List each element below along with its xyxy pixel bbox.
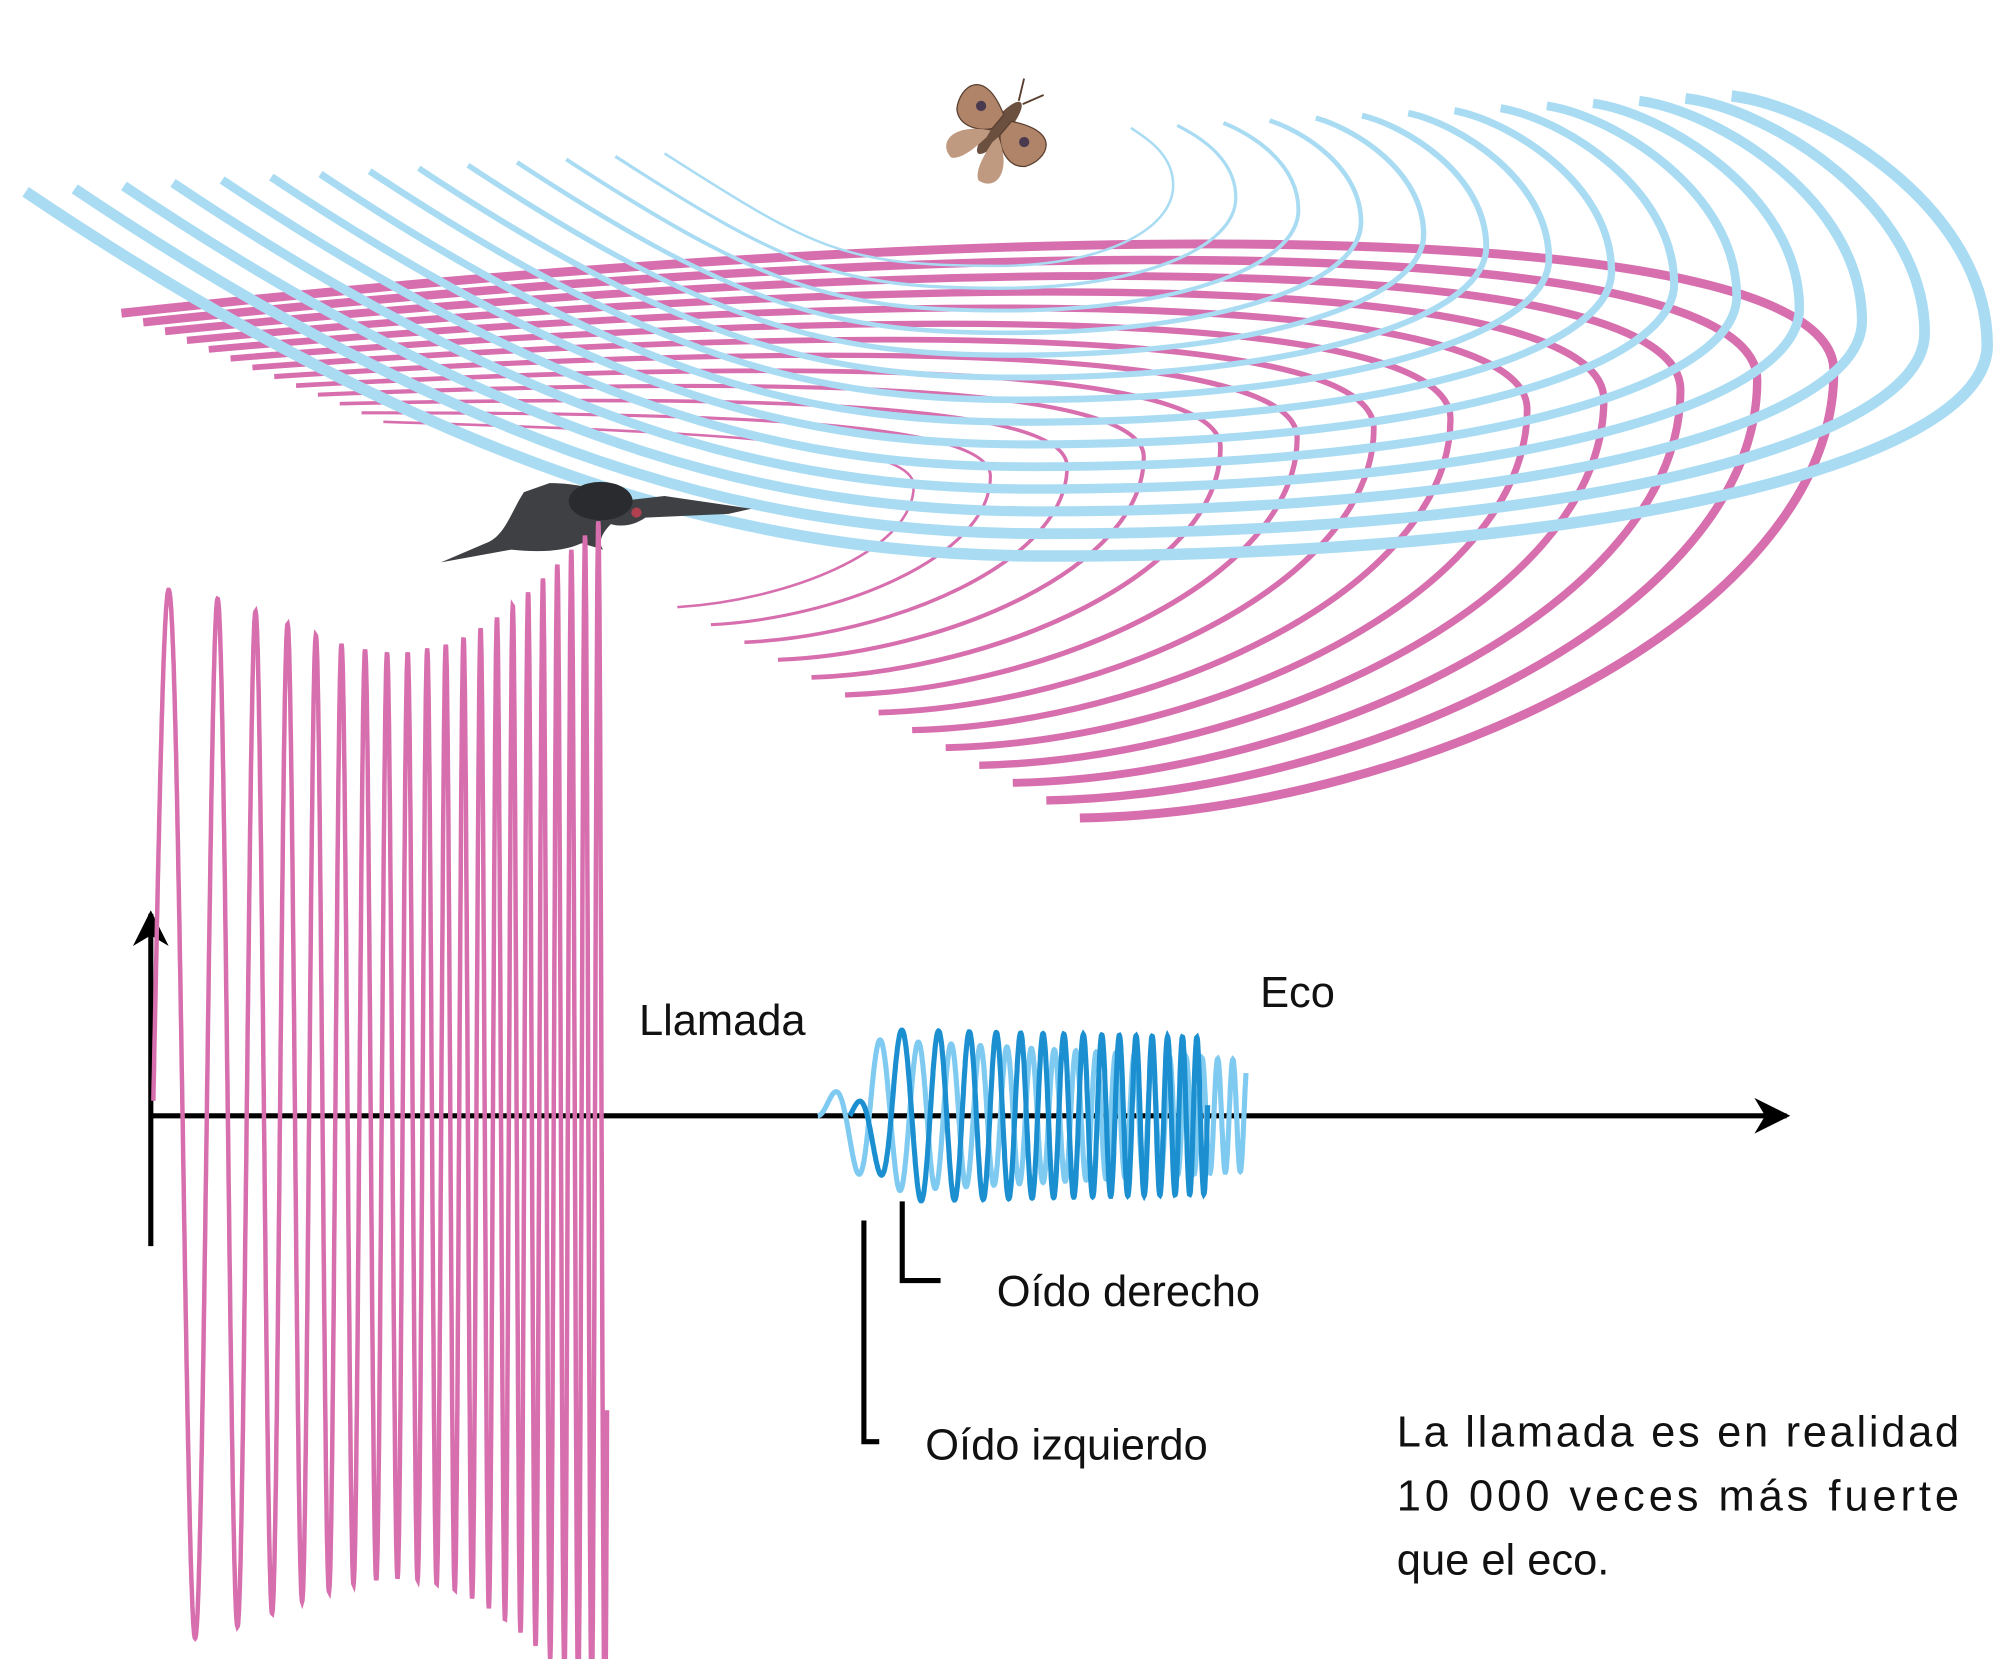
moth-icon	[946, 78, 1047, 184]
echo-label: Eco	[1260, 969, 1335, 1017]
echo-wavefront-arc	[170, 98, 1805, 494]
echo-wavefront-arc	[466, 115, 1427, 358]
right-ear-label: Oído derecho	[997, 1268, 1260, 1316]
echo-wavefront-arc	[663, 126, 1175, 268]
echo-wavefront-arc	[515, 118, 1364, 336]
call-waveform	[151, 521, 610, 1659]
left-ear-label: Oído izquierdo	[925, 1422, 1208, 1470]
right-ear-bracket	[899, 1201, 941, 1284]
echo-waveform-left-ear	[817, 1037, 1249, 1193]
call-wavefront-arc	[361, 411, 992, 627]
echo-wavefront-arc	[614, 123, 1238, 290]
call-wavefront-arc	[164, 272, 1685, 787]
call-wavefront-arc	[120, 239, 1839, 823]
echo-wavefront-arc	[417, 112, 1490, 381]
note-line-2: 10 000 veces más fuerte	[1397, 1473, 1959, 1521]
call-wavefront-arc	[142, 255, 1762, 805]
echo-wavefront-arc	[367, 109, 1553, 404]
echo-wavefront-arc	[318, 107, 1616, 426]
echo-wavefront-arc	[565, 121, 1301, 313]
call-wavefront-arc	[295, 368, 1223, 680]
call-wavefront-arc	[339, 398, 1069, 645]
echo-wavefront-arc	[269, 104, 1679, 449]
note-line-1: La llamada es en realidad	[1397, 1409, 1959, 1457]
call-wavefront-arc	[274, 352, 1300, 698]
call-wavefront-arc	[383, 420, 916, 609]
note-line-3: que el eco.	[1397, 1537, 1610, 1585]
echo-wavefront-arc	[22, 90, 1993, 562]
call-label: Llamada	[639, 997, 806, 1045]
echo-wavefront-arc	[121, 95, 1868, 517]
echo-wavefront-arc	[71, 93, 1931, 540]
call-wavefront-arc	[252, 336, 1377, 716]
echo-sound-waves	[22, 90, 1993, 562]
call-sound-waves	[120, 239, 1839, 823]
left-ear-bracket	[861, 1220, 880, 1445]
echo-wavefront-arc	[219, 101, 1742, 472]
echo-waveform-right-ear	[847, 1027, 1211, 1204]
